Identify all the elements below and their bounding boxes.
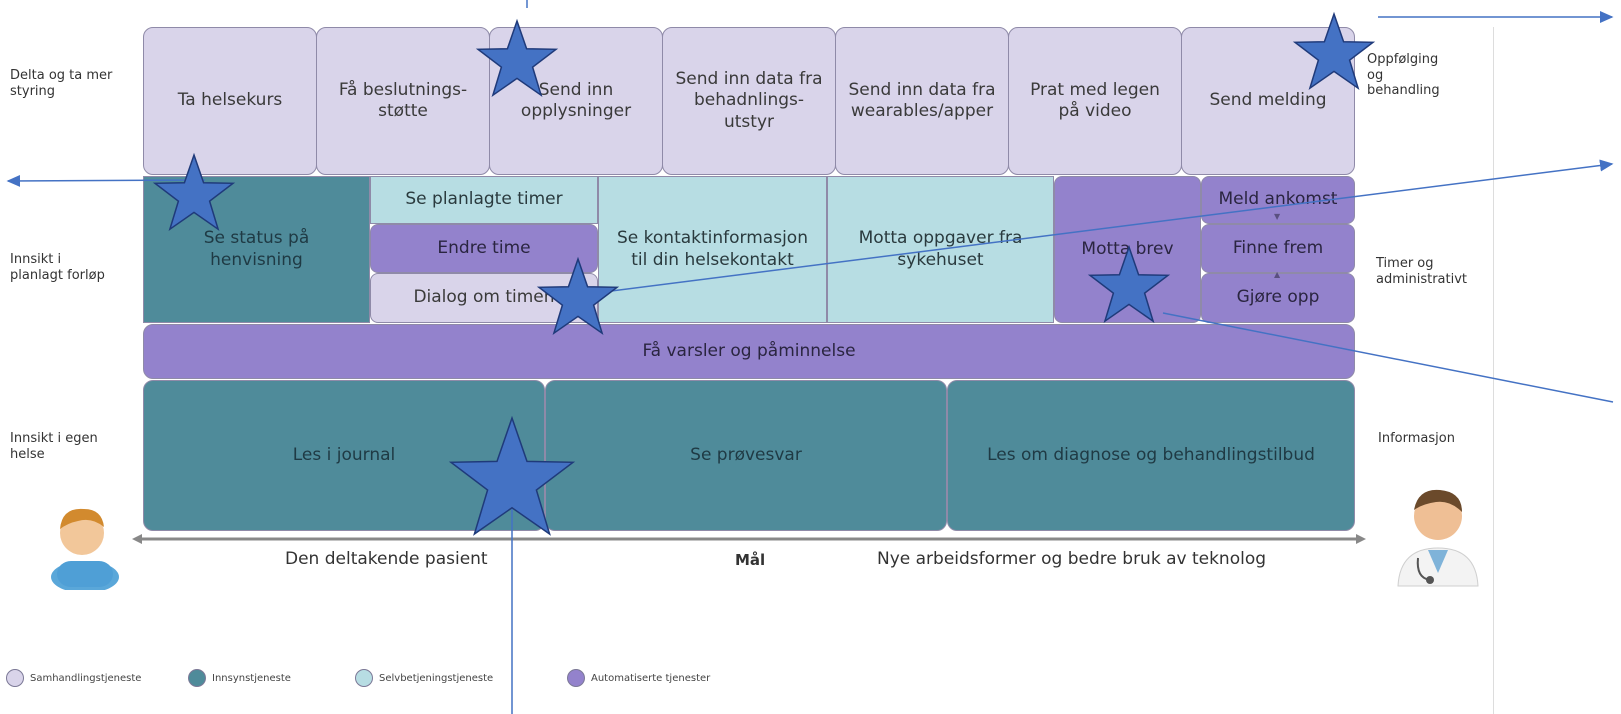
service-send-data-wearables[interactable]: Send inn data fra wearables/apper <box>835 27 1009 175</box>
doctor-avatar <box>1397 489 1479 587</box>
legend-item-automatisert: Automatiserte tjenester <box>567 669 710 687</box>
left-label-delta: Delta og ta mer styring <box>10 68 113 99</box>
service-varsler[interactable]: Få varsler og påminnelse <box>143 324 1355 379</box>
arrow-middle-right <box>579 159 1614 296</box>
goal-axis <box>132 534 1366 544</box>
service-diagnose[interactable]: Les om diagnose og behandlingstilbud <box>947 380 1355 531</box>
service-les-journal[interactable]: Les i journal <box>143 380 545 531</box>
service-video-consult[interactable]: Prat med legen på video <box>1008 27 1182 175</box>
arrow-lower-right <box>1162 312 1614 403</box>
arrow-left <box>6 174 206 187</box>
star-icon <box>475 18 559 98</box>
chevron-down-icon: ▼ <box>1274 212 1281 221</box>
left-label-innsikt-forlop: Innsikt i planlagt forløp <box>10 252 105 283</box>
axis-left-label: Den deltakende pasient <box>285 549 488 569</box>
right-label-timer: Timer og administrativt <box>1376 256 1468 287</box>
legend-swatch <box>6 669 24 687</box>
legend-item-samhandling: Samhandlingstjeneste <box>6 669 141 687</box>
right-label-informasjon: Informasjon <box>1378 431 1455 446</box>
service-ta-helsekurs[interactable]: Ta helsekurs <box>143 27 317 175</box>
star-icon <box>536 256 620 336</box>
right-label-oppfolging: Oppfølging og behandling <box>1367 52 1440 99</box>
legend-item-innsyn: Innsynstjeneste <box>188 669 291 687</box>
legend-swatch <box>188 669 206 687</box>
service-endre-time[interactable]: Endre time <box>370 224 598 273</box>
service-finne-frem[interactable]: Finne frem <box>1201 224 1355 273</box>
left-label-innsikt-helse: Innsikt i egen helse <box>10 431 98 462</box>
star-icon <box>1292 11 1376 91</box>
axis-right-label: Nye arbeidsformer og bedre bruk av tekno… <box>877 549 1267 569</box>
service-kontaktinformasjon[interactable]: Se kontaktinformasjon til din helsekonta… <box>598 176 827 323</box>
service-send-data-utstyr[interactable]: Send inn data fra behadnlings- utstyr <box>662 27 836 175</box>
patient-avatar <box>51 508 119 590</box>
service-planlagte-timer[interactable]: Se planlagte timer <box>370 176 598 224</box>
service-send-opplysninger[interactable]: Send inn opplysninger <box>489 27 663 175</box>
axis-center-label: Mål <box>735 551 766 569</box>
star-icon <box>1087 244 1171 324</box>
legend-item-selvbetjening: Selvbetjeningstjeneste <box>355 669 493 687</box>
star-icon <box>152 152 236 232</box>
legend-swatch <box>355 669 373 687</box>
legend-swatch <box>567 669 585 687</box>
chevron-up-icon: ▲ <box>1274 270 1281 279</box>
right-divider <box>1493 27 1494 714</box>
service-gjore-opp[interactable]: Gjøre opp <box>1201 273 1355 323</box>
service-provesvar[interactable]: Se prøvesvar <box>545 380 947 531</box>
star-icon <box>448 415 576 536</box>
